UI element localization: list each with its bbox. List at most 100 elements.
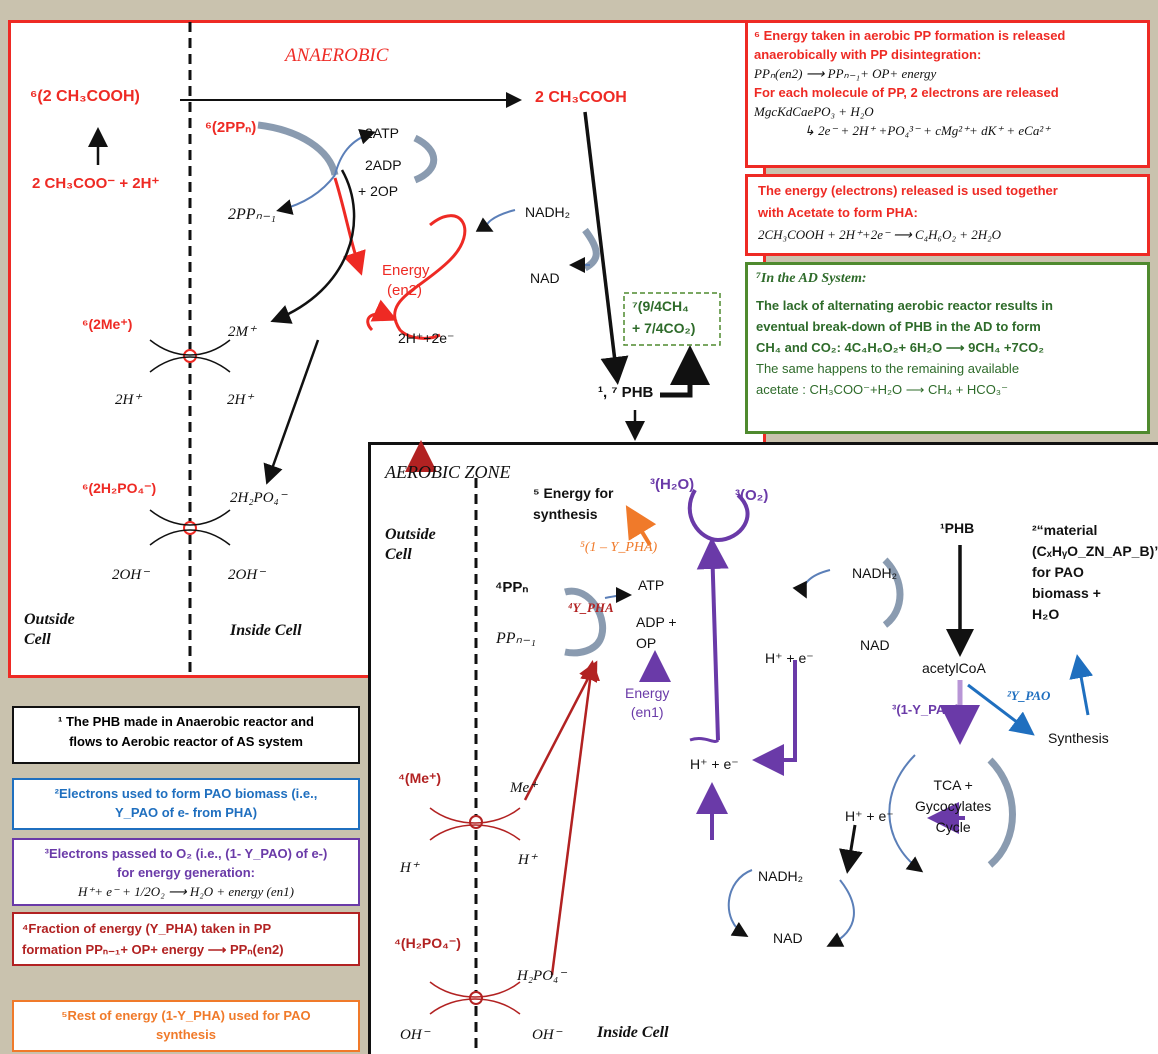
h2po4-arrow	[263, 339, 320, 485]
h-e-up-arrow	[696, 537, 729, 741]
legend-note2: ²Electrons used to form PAO biomass (i.e…	[12, 778, 360, 830]
energy-en1-label: Energy (en1)	[625, 685, 670, 720]
he-to-he-purple	[752, 660, 797, 776]
adp-label-anaerobic: 2ADP	[365, 157, 402, 173]
oh-in-label-aerobic: OH⁻	[532, 1027, 562, 1043]
note-energy-content: The energy (electrons) released is used …	[750, 178, 1148, 248]
energy-loop-arrow	[366, 299, 398, 332]
legend-note4: ⁴Fraction of energy (Y_PHA) taken in PP …	[12, 912, 360, 966]
note6-line2: anaerobically with PP disintegration:	[754, 47, 982, 62]
one-minus-ypao-label: ³(1-Y_PAO)	[892, 702, 960, 717]
legend-note3: ³Electrons passed to O₂ (i.e., (1- Y_PAO…	[12, 838, 360, 906]
h-out-label-anaerobic: 2H⁺	[115, 392, 142, 408]
h2po4-label-anaerobic: ⁶(2H₂PO₄⁻)	[82, 480, 157, 496]
ppn-label-aerobic: ⁴PPₙ	[495, 579, 529, 596]
tca-label: TCA + Gycocylates Cycle	[915, 777, 992, 835]
tca-cycle-ring	[888, 754, 924, 873]
legend-note3-equation: H⁺+ e⁻ + 1/2O₂ ⟶ H₂O + energy (en1)	[78, 884, 294, 899]
note7-line3: CH₄ and CO₂: 4C₄H₆O₂+ 6H₂O ⟶ 9CH₄ +7CO₂	[756, 340, 1044, 355]
note6-equation1: PPₙ(en2) ⟶ PPₙ₋₁+ OP+ energy	[754, 66, 937, 81]
me-to-pp-arrow	[523, 660, 598, 801]
note7-content: ⁷In the AD System: The lack of alternati…	[750, 266, 1148, 402]
me-channel	[183, 349, 197, 363]
phb-to-methane-arrow	[660, 345, 710, 398]
po4-transport-curve	[149, 509, 231, 526]
legend-note3-line2: for energy generation:	[117, 865, 255, 880]
acetylcoa-label: acetylCoA	[922, 660, 986, 676]
legend-note4-line1: ⁴Fraction of energy (Y_PHA) taken in PP	[22, 921, 272, 936]
po4-transport-curve-aerobic	[429, 981, 521, 998]
note6-line4: For each molecule of PP, 2 electrons are…	[754, 85, 1059, 100]
po4-to-pp-arrow	[550, 660, 600, 976]
legend-note2-text: ²Electrons used to form PAO biomass (i.e…	[54, 786, 318, 820]
ppn1-label-aerobic: PPₙ₋₁	[496, 630, 536, 647]
m-plus-arrow	[270, 169, 356, 324]
legend-note3-line1: ³Electrons passed to O₂ (i.e., (1- Y_PAO…	[44, 846, 328, 861]
m-plus-label: 2M⁺	[228, 324, 256, 340]
note6-line1: ⁶ Energy taken in aerobic PP formation i…	[754, 28, 1066, 43]
aerobic-title: AEROBIC ZONE	[385, 462, 511, 482]
synthesis-arrow	[1069, 654, 1094, 716]
legend-note4-line2: formation PPₙ₋₁+ OP+ energy ⟶ PPₙ(en2)	[22, 942, 284, 957]
oh-in-label-anaerobic: 2OH⁻	[228, 567, 266, 583]
nad-curve-aerobic-bottom	[826, 879, 855, 947]
legend-note5-text: ⁵Rest of energy (1-Y_PHA) used for PAO s…	[61, 1008, 311, 1042]
en2-label: (en2)	[387, 282, 423, 299]
note7-title: ⁷In the AD System:	[756, 271, 867, 286]
phb-label-anaerobic: ¹, ⁷ PHB	[598, 384, 654, 401]
h2po4-label-aerobic: ⁴(H₂PO₄⁻)	[394, 935, 461, 951]
oh-out-label-anaerobic: 2OH⁻	[112, 567, 150, 583]
nad-curve-anaerobic	[582, 227, 600, 272]
note7-panel	[745, 262, 1150, 434]
inside-cell-anaerobic: Inside Cell	[230, 622, 302, 639]
one-minus-ypha-label: ⁵(1 – Y_PHA)	[580, 540, 658, 555]
pp2-label: ⁶(2PPₙ)	[205, 119, 257, 136]
po4-channel-aerobic	[469, 991, 483, 1005]
acetic-outside-label: ⁶(2 CH₃COOH)	[30, 88, 140, 105]
en1-curve	[689, 737, 720, 743]
he-down-arrow	[839, 824, 863, 874]
h-e-label-anaerobic: 2H⁺+2e⁻	[398, 330, 455, 346]
nad-label-aerobic-bottom: NAD	[773, 930, 803, 946]
h2po4-in-label-anaerobic: 2H₂PO₄⁻	[230, 490, 287, 506]
atp-curve	[413, 134, 438, 184]
nad-label-aerobic-top: NAD	[860, 637, 890, 653]
methane-line2: + 7/4CO₂)	[632, 320, 696, 336]
oh-transport-curve-aerobic	[429, 998, 521, 1015]
ypha-label: ⁴Y_PHA	[568, 600, 614, 615]
ppn1-curve	[276, 174, 336, 215]
he-label-2: H⁺ + e⁻	[690, 756, 739, 772]
oh-transport-curve-anaerobic	[149, 529, 231, 546]
note-energy-panel	[745, 174, 1150, 256]
ypao-label: ²Y_PAO	[1007, 688, 1051, 703]
material-label: ²“material (CₓHᵧO_ZN_AP_B)” for PAO biom…	[1032, 522, 1158, 622]
legend-note5: ⁵Rest of energy (1-Y_PHA) used for PAO s…	[12, 1000, 360, 1052]
me-label-anaerobic: ⁶(2Me⁺)	[82, 316, 133, 332]
energy-label-anaerobic: Energy	[382, 262, 430, 279]
anaerobic-title: ANAEROBIC	[285, 45, 389, 66]
note6-equation2a: MgcKdCaePO₃ + H₂O	[754, 104, 874, 119]
atp-label-aerobic: ATP	[638, 577, 665, 593]
legend-note1-text: ¹ The PHB made in Anaerobic reactor and …	[58, 714, 314, 749]
me-label-aerobic: ⁴(Me⁺)	[398, 770, 442, 786]
nadh2-label-anaerobic: NADH₂	[525, 204, 571, 220]
nadh2-label-aerobic-bottom: NADH₂	[758, 868, 804, 884]
note-energy-equation: 2CH₃COOH + 2H⁺+2e⁻ ⟶ C₄H₆O₂ + 2H₂O	[758, 227, 1002, 242]
tca-cycle-grey	[987, 757, 1016, 868]
acetic-inside-label: 2 CH₃COOH	[535, 89, 627, 106]
atp-label-anaerobic: 2ATP	[365, 125, 399, 141]
note-energy-line1: The energy (electrons) released is used …	[758, 183, 1058, 198]
methane-line1: ⁷(9/4CH₄	[632, 298, 689, 314]
nadh2-label-aerobic-top: NADH₂	[852, 565, 898, 581]
note7-line5: acetate : CH₃COO⁻+H₂O ⟶ CH₄ + HCO₃⁻	[756, 382, 1008, 397]
me-channel-aerobic	[469, 815, 483, 829]
note7-line2: eventual break-down of PHB in the AD to …	[756, 319, 1041, 334]
energy-synthesis-label: ⁵ Energy for synthesis	[533, 485, 614, 522]
phb-label-aerobic: ¹PHB	[940, 520, 975, 536]
note7-line4: The same happens to the remaining availa…	[756, 361, 1020, 376]
h-transport-curve-aerobic	[429, 824, 521, 841]
synthesis-label: Synthesis	[1048, 730, 1109, 746]
h-in-label-anaerobic: 2H⁺	[227, 392, 254, 408]
h-in-label-aerobic: H⁺	[518, 852, 537, 868]
